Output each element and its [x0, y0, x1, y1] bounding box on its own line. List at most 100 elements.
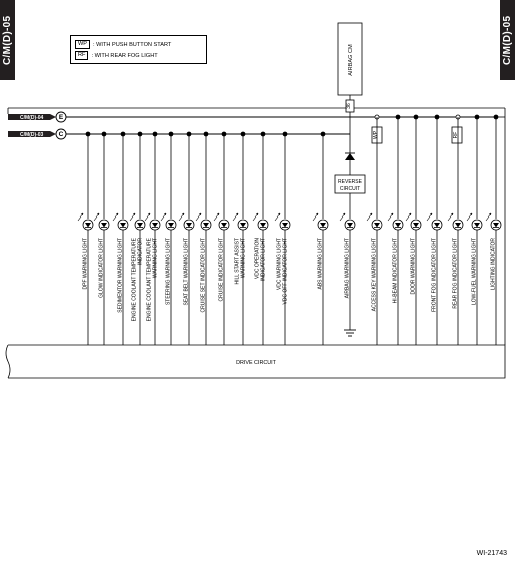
led-triangle — [203, 223, 209, 228]
airbag-pin-label: 36 — [346, 103, 352, 109]
led-arrow-1 — [368, 212, 373, 218]
lamp-label-4-1: WARNING LIGHT — [153, 238, 159, 278]
led-arrow-1 — [95, 212, 100, 218]
led-arrow-2 — [312, 216, 317, 222]
led-triangle — [493, 223, 499, 228]
reverse-circuit-text-2: CIRCUIT — [340, 186, 360, 192]
led-arrow-1 — [114, 212, 119, 218]
led-arrow-2 — [466, 216, 471, 222]
led-arrow-1 — [254, 212, 259, 218]
lamp-6 — [178, 212, 195, 231]
connector-label: C/M(D)-04 — [20, 115, 44, 121]
led-arrow-2 — [232, 216, 237, 222]
legend-row-rf: RF : WITH REAR FOG LIGHT — [75, 51, 158, 60]
led-triangle — [413, 223, 419, 228]
lamp-7 — [195, 212, 212, 231]
led-arrow-1 — [197, 212, 202, 218]
led-triangle — [474, 223, 480, 228]
reverse-diode — [345, 153, 355, 160]
lamp-label-1-0: GLOW INDICATOR LIGHT — [99, 238, 105, 298]
led-arrow-1 — [162, 212, 167, 218]
drive-circuit-label: DRIVE CIRCUIT — [236, 360, 277, 366]
led-triangle — [374, 223, 380, 228]
lamp-1 — [93, 212, 110, 231]
legend-key-rf: RF — [75, 51, 89, 60]
led-triangle — [434, 223, 440, 228]
lamp-label-16-0: DOOR WARNING LIGHT — [411, 238, 417, 294]
led-arrow-1 — [79, 212, 84, 218]
connector-c — [8, 128, 67, 140]
led-arrow-1 — [449, 212, 454, 218]
led-arrow-2 — [405, 216, 410, 222]
rf-tag-label: RF — [453, 132, 459, 139]
led-arrow-1 — [215, 212, 220, 218]
lamp-label-10-0: VDC OPERATION — [255, 238, 261, 279]
reverse-circuit-text-1: REVERSE — [338, 179, 363, 185]
lamp-label-9-1: WARNING LIGHT — [241, 238, 247, 278]
led-triangle — [152, 223, 158, 228]
led-triangle — [240, 223, 246, 228]
lamp-15 — [387, 212, 404, 231]
legend-text-rf: : WITH REAR FOG LIGHT — [91, 52, 158, 59]
diagram-id: WI-21743 — [476, 550, 507, 557]
connector-badge-letter: C — [59, 131, 64, 138]
connector-arrow — [8, 131, 56, 137]
led-arrow-1 — [341, 212, 346, 218]
lamp-label-17-0: FRONT FOG INDICATOR LIGHT — [432, 238, 438, 312]
lamp-label-11-1: VDC OFF INDICATOR LIGHT — [283, 238, 289, 304]
led-triangle — [395, 223, 401, 228]
led-arrow-2 — [178, 216, 183, 222]
led-arrow-1 — [389, 212, 394, 218]
connector-label: C/M(D)-03 — [20, 132, 44, 138]
led-triangle — [260, 223, 266, 228]
led-arrow-1 — [146, 212, 151, 218]
led-arrow-2 — [366, 216, 371, 222]
lamp-label-6-0: SEAT BELT WARNING LIGHT — [184, 238, 190, 306]
led-arrow-2 — [195, 216, 200, 222]
lamp-12 — [312, 212, 329, 231]
legend-key-wp: WP — [75, 40, 91, 49]
led-arrow-2 — [112, 216, 117, 222]
led-arrow-2 — [93, 216, 98, 222]
led-triangle — [320, 223, 326, 228]
legend-row-wp: WP : WITH PUSH BUTTON START — [75, 40, 171, 49]
lamp-10 — [252, 212, 269, 231]
led-arrow-2 — [426, 216, 431, 222]
lamp-label-20-0: LIGHTING INDICATOR — [491, 238, 497, 290]
lamp-17 — [426, 212, 443, 231]
lamp-label-2-0: SEDIMENTOR WARNING LIGHT — [118, 238, 124, 313]
lamp-5 — [160, 212, 177, 231]
led-arrow-1 — [468, 212, 473, 218]
lamp-label-10-1: INDICATOR LIGHT — [261, 238, 267, 281]
led-arrow-2 — [213, 216, 218, 222]
lamp-label-5-0: STEERING WARNING LIGHT — [166, 238, 172, 305]
airbag-cm-label: AIRBAG CM — [348, 44, 354, 76]
lamp-label-9-0: HILL START ASSIST — [235, 238, 241, 285]
lamp-20 — [485, 212, 502, 231]
wp-tag-label: WP — [373, 130, 379, 139]
lamp-0 — [77, 212, 94, 231]
lamp-18 — [447, 212, 464, 231]
led-triangle — [85, 223, 91, 228]
led-triangle — [282, 223, 288, 228]
led-triangle — [168, 223, 174, 228]
legend-text-wp: : WITH PUSH BUTTON START — [93, 41, 172, 48]
led-triangle — [455, 223, 461, 228]
lamp-label-3-1: INDICATOR — [138, 238, 144, 265]
led-arrow-2 — [339, 216, 344, 222]
led-triangle — [221, 223, 227, 228]
led-arrow-2 — [129, 216, 134, 222]
lamp-14 — [366, 212, 383, 231]
drive-circuit-box — [8, 344, 506, 379]
lamp-4 — [144, 212, 161, 231]
led-triangle — [137, 223, 143, 228]
led-arrow-1 — [131, 212, 136, 218]
lamp-16 — [405, 212, 422, 231]
lamp-label-11-0: VDC WARNING LIGHT — [277, 238, 283, 290]
connector-badge-letter: E — [59, 114, 64, 121]
lamp-label-3-0: ENGINE COOLANT TEMPERATURE — [132, 237, 138, 321]
led-arrow-2 — [387, 216, 392, 222]
lamp-label-18-0: REAR FOG INDICATOR LIGHT — [453, 238, 459, 309]
lamp-8 — [213, 212, 230, 231]
